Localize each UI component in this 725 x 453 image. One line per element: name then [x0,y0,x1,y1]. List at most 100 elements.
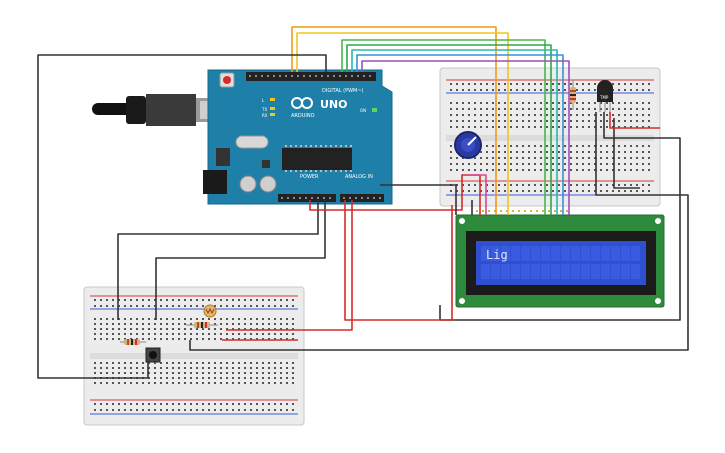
breadboard-hole[interactable] [642,184,644,186]
breadboard-hole[interactable] [588,108,590,110]
breadboard-hole[interactable] [118,372,120,374]
breadboard-hole[interactable] [166,382,168,384]
breadboard-hole[interactable] [305,197,307,199]
breadboard-hole[interactable] [160,328,162,330]
breadboard-hole[interactable] [576,102,578,104]
breadboard-hole[interactable] [498,114,500,116]
breadboard-hole[interactable] [196,367,198,369]
breadboard-hole[interactable] [540,120,542,122]
breadboard-hole[interactable] [280,323,282,325]
breadboard-hole[interactable] [94,362,96,364]
breadboard-hole[interactable] [512,210,514,212]
breadboard-hole[interactable] [612,145,614,147]
breadboard-hole[interactable] [612,108,614,110]
breadboard-hole[interactable] [462,120,464,122]
breadboard-hole[interactable] [292,409,294,411]
breadboard-hole[interactable] [166,299,168,301]
breadboard-hole[interactable] [648,102,650,104]
breadboard-hole[interactable] [160,409,162,411]
breadboard-hole[interactable] [160,333,162,335]
breadboard-hole[interactable] [184,372,186,374]
breadboard-hole[interactable] [250,409,252,411]
breadboard-hole[interactable] [546,190,548,192]
breadboard-hole[interactable] [558,184,560,186]
breadboard-hole[interactable] [214,328,216,330]
breadboard-hole[interactable] [363,75,365,77]
breadboard-hole[interactable] [492,157,494,159]
breadboard-hole[interactable] [624,184,626,186]
breadboard-hole[interactable] [142,403,144,405]
breadboard-hole[interactable] [250,333,252,335]
breadboard-hole[interactable] [582,89,584,91]
breadboard-hole[interactable] [142,362,144,364]
breadboard-hole[interactable] [528,126,530,128]
breadboard-hole[interactable] [462,108,464,110]
breadboard-hole[interactable] [280,318,282,320]
breadboard-hole[interactable] [510,190,512,192]
breadboard-hole[interactable] [504,89,506,91]
breadboard-hole[interactable] [624,83,626,85]
breadboard-hole[interactable] [94,333,96,335]
breadboard-hole[interactable] [522,126,524,128]
breadboard-hole[interactable] [262,328,264,330]
breadboard-hole[interactable] [172,305,174,307]
breadboard-hole[interactable] [576,190,578,192]
breadboard-hole[interactable] [522,169,524,171]
breadboard-hole[interactable] [468,163,470,165]
breadboard-hole[interactable] [286,367,288,369]
breadboard-hole[interactable] [504,102,506,104]
breadboard-hole[interactable] [112,323,114,325]
breadboard-hole[interactable] [274,403,276,405]
breadboard-hole[interactable] [280,382,282,384]
breadboard-hole[interactable] [178,372,180,374]
breadboard-hole[interactable] [142,382,144,384]
breadboard-hole[interactable] [112,362,114,364]
breadboard-hole[interactable] [190,328,192,330]
breadboard-hole[interactable] [238,299,240,301]
breadboard-hole[interactable] [340,170,342,172]
breadboard-hole[interactable] [268,377,270,379]
breadboard-hole[interactable] [630,83,632,85]
breadboard-hole[interactable] [142,305,144,307]
breadboard-hole[interactable] [642,83,644,85]
breadboard-hole[interactable] [196,305,198,307]
breadboard-hole[interactable] [648,157,650,159]
breadboard-hole[interactable] [528,145,530,147]
breadboard-hole[interactable] [292,377,294,379]
breadboard-hole[interactable] [546,83,548,85]
breadboard-hole[interactable] [142,328,144,330]
breadboard-hole[interactable] [238,338,240,340]
breadboard-hole[interactable] [564,126,566,128]
breadboard-hole[interactable] [250,382,252,384]
breadboard-hole[interactable] [94,409,96,411]
breadboard-hole[interactable] [546,184,548,186]
breadboard-hole[interactable] [286,338,288,340]
breadboard-hole[interactable] [256,382,258,384]
breadboard-hole[interactable] [480,157,482,159]
breadboard-hole[interactable] [564,151,566,153]
breadboard-hole[interactable] [558,120,560,122]
breadboard-hole[interactable] [486,126,488,128]
breadboard-hole[interactable] [564,108,566,110]
breadboard-hole[interactable] [540,114,542,116]
breadboard-hole[interactable] [345,145,347,147]
breadboard-hole[interactable] [606,163,608,165]
breadboard-hole[interactable] [516,184,518,186]
breadboard-hole[interactable] [462,184,464,186]
breadboard-hole[interactable] [238,409,240,411]
breadboard-hole[interactable] [250,338,252,340]
breadboard-hole[interactable] [504,163,506,165]
breadboard-hole[interactable] [340,145,342,147]
breadboard-hole[interactable] [262,362,264,364]
breadboard-hole[interactable] [570,190,572,192]
breadboard-hole[interactable] [124,372,126,374]
breadboard-hole[interactable] [238,305,240,307]
breadboard-hole[interactable] [268,323,270,325]
breadboard-hole[interactable] [642,169,644,171]
breadboard-hole[interactable] [582,169,584,171]
breadboard-hole[interactable] [202,377,204,379]
breadboard-hole[interactable] [474,157,476,159]
breadboard-hole[interactable] [244,299,246,301]
breadboard-hole[interactable] [118,305,120,307]
breadboard-hole[interactable] [540,126,542,128]
